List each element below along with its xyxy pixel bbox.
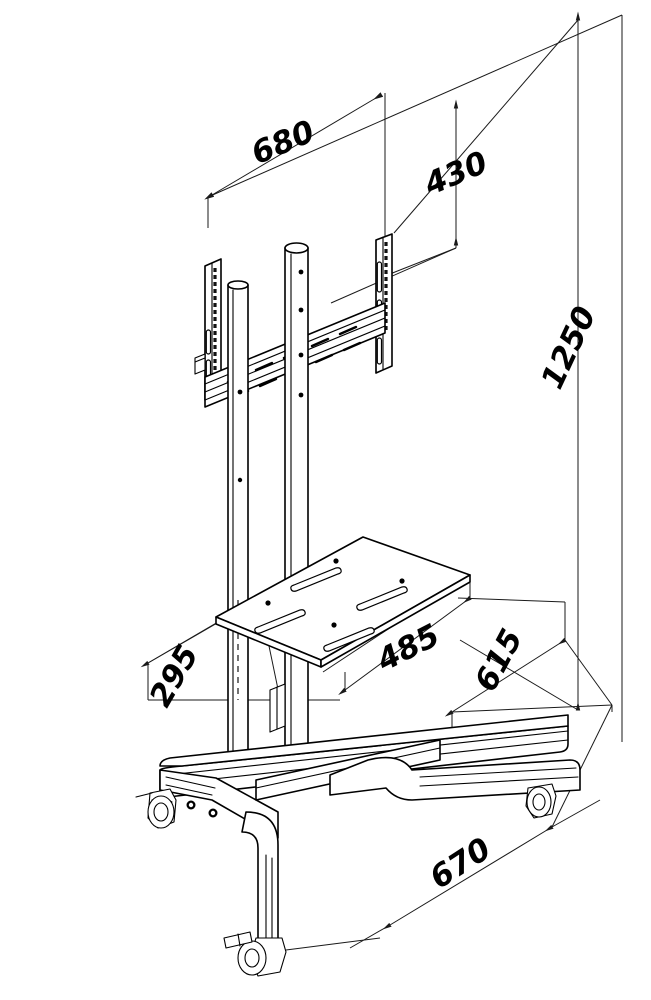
dimension-680 [204,92,384,200]
caster-front-right [223,931,287,977]
rail-clamp-bracket [194,353,206,375]
shelf-plate [215,536,471,668]
caster-rear-right [525,783,557,819]
shelf-slots [254,567,408,652]
shelf-support-bracket [269,683,286,733]
vesa-rail-right-perforations [384,242,388,330]
vesa-rail-left [194,258,222,401]
column-front [284,242,309,783]
caster-front-left [135,788,177,829]
base-frame [159,714,581,943]
dimension-670 [349,639,613,949]
column-rear [227,280,249,771]
